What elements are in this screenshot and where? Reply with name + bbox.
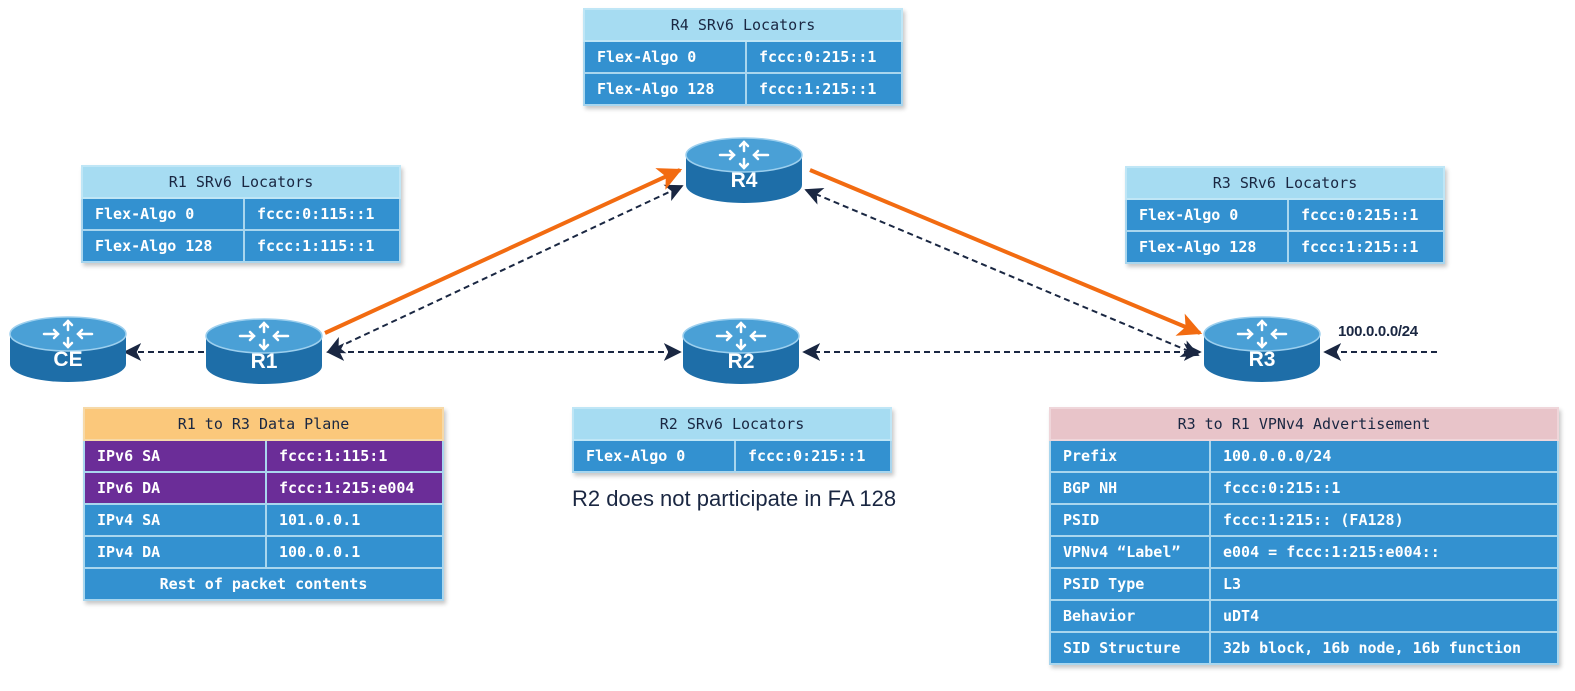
path-r1-r4	[324, 168, 683, 335]
table-row: PSID fccc:1:215:: (FA128)	[1049, 503, 1559, 537]
table-title: R3 to R1 VPNv4 Advertisement	[1049, 407, 1559, 441]
table-row: PSID Type L3	[1049, 567, 1559, 601]
router-label: R4	[730, 169, 758, 192]
algo-cell: Flex-Algo 0	[583, 40, 747, 74]
router-icon	[205, 318, 323, 384]
link-r4-r3	[804, 187, 1200, 358]
field-cell: IPv6 DA	[83, 471, 267, 505]
value-cell: 100.0.0.1	[265, 535, 444, 569]
prefix-label: 100.0.0.0/24	[1338, 323, 1418, 340]
router-icon	[9, 316, 127, 382]
table-row: Flex-Algo 128 fccc:1:115::1	[81, 229, 401, 263]
table-row: BGP NH fccc:0:215::1	[1049, 471, 1559, 505]
field-cell: IPv4 SA	[83, 503, 267, 537]
table-title: R3 SRv6 Locators	[1125, 166, 1445, 200]
algo-cell: Flex-Algo 128	[1125, 230, 1289, 264]
r2-locators-table: R2 SRv6 Locators Flex-Algo 0 fccc:0:215:…	[572, 407, 892, 473]
field-cell: SID Structure	[1049, 631, 1211, 665]
locator-cell: fccc:1:215::1	[1287, 230, 1445, 264]
table-row: SID Structure 32b block, 16b node, 16b f…	[1049, 631, 1559, 665]
table-row: IPv4 SA 101.0.0.1	[83, 503, 444, 537]
table-row: IPv4 DA 100.0.0.1	[83, 535, 444, 569]
table-row: Flex-Algo 0 fccc:0:215::1	[583, 40, 903, 74]
value-cell: e004 = fccc:1:215:e004::	[1209, 535, 1559, 569]
router-label: R3	[1248, 348, 1276, 371]
table-row: Prefix 100.0.0.0/24	[1049, 439, 1559, 473]
table-row: Flex-Algo 128 fccc:1:215::1	[1125, 230, 1445, 264]
field-cell: VPNv4 “Label”	[1049, 535, 1211, 569]
locator-cell: fccc:0:215::1	[1287, 198, 1445, 232]
router-r4[interactable]: R4	[684, 135, 804, 207]
router-label: R2	[727, 350, 755, 373]
table-row: IPv6 DA fccc:1:215:e004	[83, 471, 444, 505]
field-cell: PSID	[1049, 503, 1211, 537]
value-cell: 32b block, 16b node, 16b function	[1209, 631, 1559, 665]
locator-cell: fccc:1:115::1	[243, 229, 401, 263]
r1-locators-table: R1 SRv6 Locators Flex-Algo 0 fccc:0:115:…	[81, 165, 401, 263]
path-r4-r3	[809, 168, 1203, 336]
field-cell: Prefix	[1049, 439, 1211, 473]
table-row: Flex-Algo 0 fccc:0:215::1	[572, 439, 892, 473]
router-icon	[1203, 316, 1321, 382]
table-title: R4 SRv6 Locators	[583, 8, 903, 42]
field-cell: PSID Type	[1049, 567, 1211, 601]
value-cell: fccc:1:215:: (FA128)	[1209, 503, 1559, 537]
field-cell: IPv6 SA	[83, 439, 267, 473]
locator-cell: fccc:0:215::1	[734, 439, 892, 473]
value-cell: uDT4	[1209, 599, 1559, 633]
router-label: R1	[250, 350, 278, 373]
router-icon	[685, 137, 803, 203]
algo-cell: Flex-Algo 128	[583, 72, 747, 106]
table-row: Behavior uDT4	[1049, 599, 1559, 633]
field-cell: IPv4 DA	[83, 535, 267, 569]
r4-locators-table: R4 SRv6 Locators Flex-Algo 0 fccc:0:215:…	[583, 8, 903, 106]
vpnv4-advertisement-table: R3 to R1 VPNv4 Advertisement Prefix 100.…	[1049, 407, 1559, 665]
table-title: R1 SRv6 Locators	[81, 165, 401, 199]
value-cell: L3	[1209, 567, 1559, 601]
table-row: Flex-Algo 0 fccc:0:215::1	[1125, 198, 1445, 232]
footer-cell: Rest of packet contents	[83, 567, 444, 601]
link-r1-r4	[326, 184, 684, 354]
data-plane-table: R1 to R3 Data Plane IPv6 SA fccc:1:115:1…	[83, 407, 444, 601]
table-row: Flex-Algo 0 fccc:0:115::1	[81, 197, 401, 231]
value-cell: 100.0.0.0/24	[1209, 439, 1559, 473]
router-ce[interactable]: CE	[8, 314, 128, 386]
locator-cell: fccc:0:215::1	[745, 40, 903, 74]
router-r1[interactable]: R1	[204, 316, 324, 388]
algo-cell: Flex-Algo 0	[572, 439, 736, 473]
router-label: CE	[53, 348, 83, 371]
value-cell: fccc:0:215::1	[1209, 471, 1559, 505]
algo-cell: Flex-Algo 0	[1125, 198, 1289, 232]
algo-cell: Flex-Algo 0	[81, 197, 245, 231]
r2-note: R2 does not participate in FA 128	[572, 486, 897, 511]
router-r3[interactable]: R3	[1202, 314, 1322, 386]
table-row: VPNv4 “Label” e004 = fccc:1:215:e004::	[1049, 535, 1559, 569]
r3-locators-table: R3 SRv6 Locators Flex-Algo 0 fccc:0:215:…	[1125, 166, 1445, 264]
algo-cell: Flex-Algo 128	[81, 229, 245, 263]
table-title: R1 to R3 Data Plane	[83, 407, 444, 441]
value-cell: fccc:1:215:e004	[265, 471, 444, 505]
field-cell: Behavior	[1049, 599, 1211, 633]
table-row: Rest of packet contents	[83, 567, 444, 601]
table-row: IPv6 SA fccc:1:115:1	[83, 439, 444, 473]
table-title: R2 SRv6 Locators	[572, 407, 892, 441]
field-cell: BGP NH	[1049, 471, 1211, 505]
router-icon	[682, 318, 800, 384]
locator-cell: fccc:1:215::1	[745, 72, 903, 106]
value-cell: fccc:1:115:1	[265, 439, 444, 473]
locator-cell: fccc:0:115::1	[243, 197, 401, 231]
value-cell: 101.0.0.1	[265, 503, 444, 537]
router-r2[interactable]: R2	[681, 316, 801, 388]
table-row: Flex-Algo 128 fccc:1:215::1	[583, 72, 903, 106]
